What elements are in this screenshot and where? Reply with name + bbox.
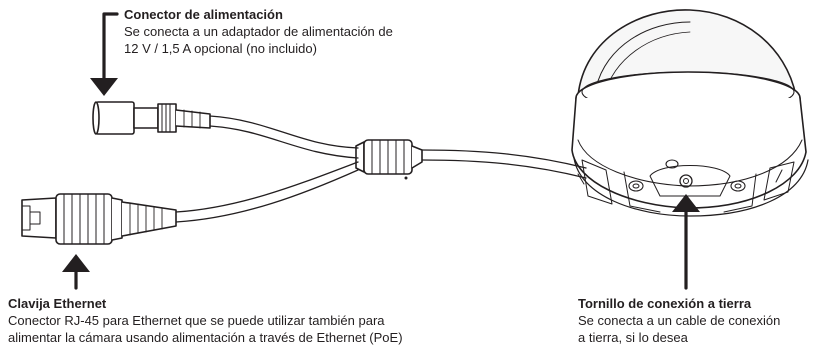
mounting-base xyxy=(573,157,809,217)
camera-body xyxy=(571,97,807,209)
mount-hole-right xyxy=(730,180,746,192)
ground-screw xyxy=(679,174,693,188)
ground-screw-callout: Tornillo de conexión a tierra Se conecta… xyxy=(578,295,818,346)
ground-screw-title: Tornillo de conexión a tierra xyxy=(578,296,752,311)
cable-splitter xyxy=(355,139,423,180)
power-cable xyxy=(209,115,359,149)
mount-hole-left xyxy=(628,180,644,192)
ground-screw-desc-line2: a tierra, si lo desea xyxy=(578,330,688,345)
ethernet-cable xyxy=(175,161,359,213)
mount-hole-top xyxy=(665,159,679,169)
ethernet-jack-callout: Clavija Ethernet Conector RJ-45 para Eth… xyxy=(8,295,508,346)
power-connector-desc-line1: Se conecta a un adaptador de alimentació… xyxy=(124,24,393,39)
main-cable xyxy=(421,149,587,169)
power-connector-callout: Conector de alimentación Se conecta a un… xyxy=(124,6,484,57)
power-connector-title: Conector de alimentación xyxy=(124,7,283,22)
ethernet-jack-desc-line1: Conector RJ-45 para Ethernet que se pued… xyxy=(8,313,385,328)
dc-power-plug xyxy=(92,101,211,135)
arrow-power xyxy=(102,12,119,82)
ethernet-jack-desc-line2: alimentar la cámara usando alimentación … xyxy=(8,330,403,345)
dome-camera xyxy=(571,9,809,217)
rj45-jack xyxy=(21,193,177,245)
ground-screw-desc-line1: Se conecta a un cable de conexión xyxy=(578,313,781,328)
ethernet-jack-title: Clavija Ethernet xyxy=(8,296,107,311)
power-connector-desc-line2: 12 V / 1,5 A opcional (no incluido) xyxy=(124,41,317,56)
